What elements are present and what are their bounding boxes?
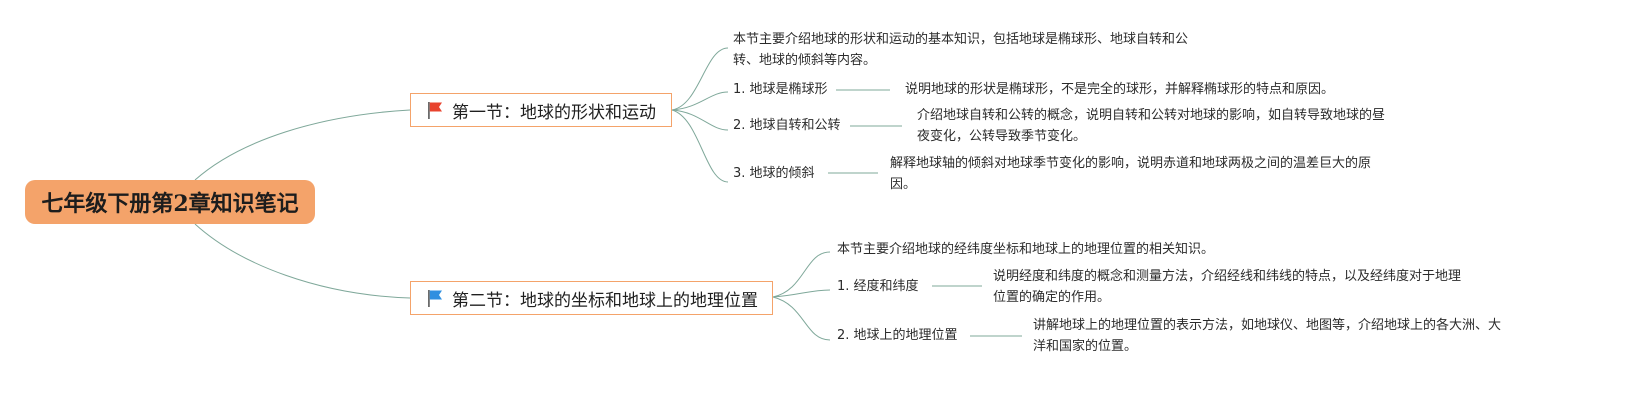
flag-icon: [428, 290, 442, 307]
connector-s2-topic-1: [772, 289, 831, 298]
topic-desc-2-2[interactable]: 讲解地球上的地理位置的表示方法，如地球仪、地图等，介绍地球上的各大洲、大洋和国家…: [1033, 318, 1502, 354]
topic-desc-1-2[interactable]: 介绍地球自转和公转的概念，说明自转和公转对地球的影响，如自转导致地球的昼夜变化，…: [917, 108, 1386, 144]
connector-root-section-1: [194, 109, 411, 181]
connector-s2-topic-2: [772, 296, 831, 341]
topic-node-1-3[interactable]: 3. 地球的倾斜: [733, 166, 815, 181]
topic-desc-1-3[interactable]: 解释地球轴的倾斜对地球季节变化的影响，说明赤道和地球两极之间的温差巨大的原因。: [890, 156, 1372, 192]
connector-s1-topic-2: [671, 109, 729, 131]
section-2-intro[interactable]: 本节主要介绍地球的经纬度坐标和地球上的地理位置的相关知识。: [837, 242, 1215, 257]
topic-desc-2-1[interactable]: 说明经度和纬度的概念和测量方法，介绍经线和纬线的特点，以及经纬度对于地理位置的确…: [993, 269, 1462, 305]
flag-icon: [428, 102, 442, 119]
flag-blue-shape: [429, 290, 442, 300]
flag-red-shape: [429, 102, 442, 112]
connector-s2-intro: [772, 251, 831, 298]
section-title: 第一节：地球的形状和运动: [452, 102, 656, 123]
connector-s1-topic-1: [671, 91, 729, 111]
section-node-1[interactable]: 第一节：地球的形状和运动: [410, 93, 672, 127]
topic-desc-1-1[interactable]: 说明地球的形状是椭球形，不是完全的球形，并解释椭球形的特点和原因。: [905, 82, 1335, 97]
connector-root-section-2: [194, 223, 411, 299]
connector-s1-intro: [671, 47, 729, 111]
section-1-intro[interactable]: 本节主要介绍地球的形状和运动的基本知识，包括地球是椭球形、地球自转和公转、地球的…: [733, 32, 1189, 68]
section-title: 第二节：地球的坐标和地球上的地理位置: [452, 290, 758, 311]
topic-node-2-1[interactable]: 1. 经度和纬度: [837, 279, 919, 294]
root-node[interactable]: 七年级下册第2章知识笔记: [25, 180, 315, 224]
connector-s1-topic-3: [671, 109, 729, 183]
topic-node-1-1[interactable]: 1. 地球是椭球形: [733, 82, 828, 97]
topic-node-2-2[interactable]: 2. 地球上的地理位置: [837, 328, 958, 343]
topic-node-1-2[interactable]: 2. 地球自转和公转: [733, 118, 841, 133]
section-node-2[interactable]: 第二节：地球的坐标和地球上的地理位置: [410, 281, 773, 315]
